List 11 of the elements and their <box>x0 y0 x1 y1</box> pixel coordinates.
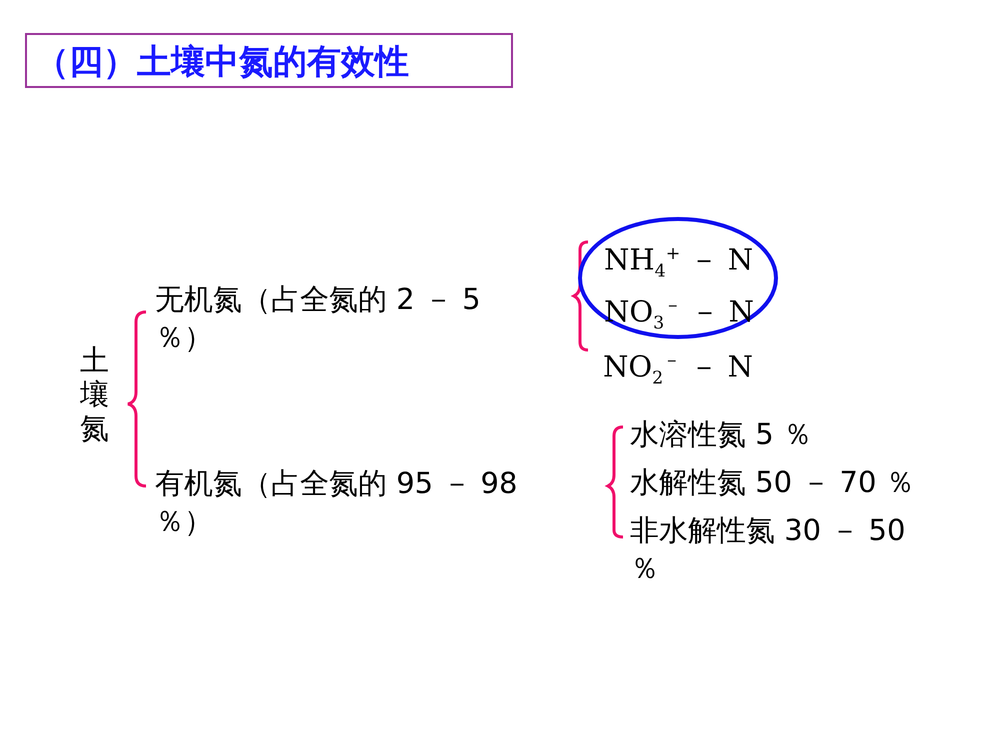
text-label: NO$_{3}$$^{－}$ － N <box>604 294 756 336</box>
text-label: NO$_{2}$$^{－}$ － N <box>603 348 754 390</box>
text-label: 水解性氮 50 － 70 ％ <box>630 464 916 501</box>
text-label: 土壤氮 <box>80 343 110 445</box>
text-label: 有机氮（占全氮的 95 － 98 ％） <box>155 465 518 540</box>
text-label: 水溶性氮 5 ％ <box>630 416 813 453</box>
text-label: 非水解性氮 30 － 50 ％ <box>630 512 906 587</box>
text-label: NH$_{4}$$^{+}$ － N <box>604 242 754 284</box>
ellipse-outline <box>578 217 778 339</box>
title-box: （四）土壤中氮的有效性 <box>25 33 513 88</box>
text-label: 无机氮（占全氮的 2 － 5 ％） <box>155 281 482 356</box>
